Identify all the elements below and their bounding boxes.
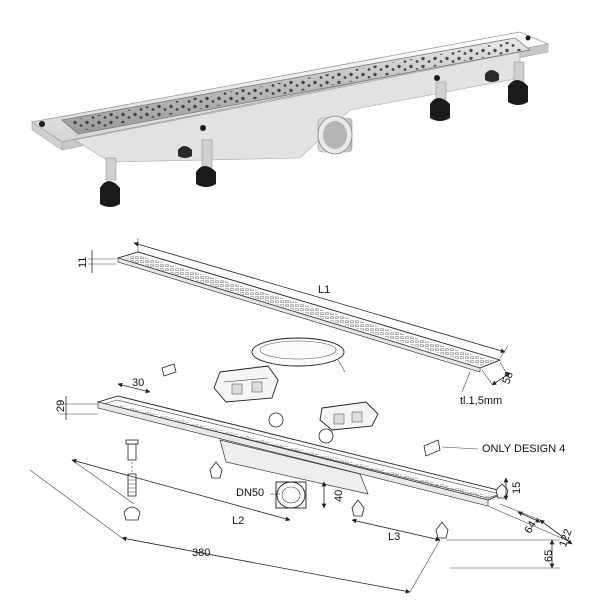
label-frame-depth: 29 bbox=[55, 400, 67, 412]
label-height-65: 65 bbox=[543, 550, 555, 562]
dim-outlet: DN50 40 bbox=[236, 481, 345, 509]
label-thickness-top: 11 bbox=[77, 257, 89, 268]
flange-screws bbox=[39, 35, 531, 131]
label-only-design-4: ONLY DESIGN 4 bbox=[482, 443, 565, 455]
label-length-l1: L1 bbox=[318, 284, 330, 296]
dim-grate-width: 58 bbox=[481, 361, 516, 386]
label-outlet: DN50 bbox=[236, 487, 264, 499]
dim-support-spacing: 30 bbox=[117, 377, 151, 394]
label-length-l3: L3 bbox=[388, 531, 400, 543]
dim-thickness-top: 11 bbox=[77, 250, 116, 273]
adjustable-feet bbox=[100, 61, 528, 207]
exploded-view: 11 L1 58 tl.1,5mm bbox=[29, 238, 575, 594]
label-width-64: 64 bbox=[522, 519, 539, 536]
exploded-feet bbox=[123, 439, 141, 521]
label-support-spacing: 30 bbox=[132, 377, 144, 389]
trap-balls bbox=[268, 412, 334, 444]
label-length-l2: L2 bbox=[232, 515, 244, 527]
trap-insert-right bbox=[319, 401, 379, 431]
label-length-380: 380 bbox=[192, 547, 210, 559]
label-outlet-height: 40 bbox=[333, 490, 345, 502]
outlet-dn50 bbox=[275, 481, 307, 509]
label-grate-width: 58 bbox=[500, 370, 515, 386]
label-height-15: 15 bbox=[511, 482, 523, 494]
dim-bottom-lengths: L2 380 L3 bbox=[29, 458, 441, 594]
product-photo bbox=[30, 31, 550, 207]
dim-length-l1: L1 bbox=[133, 238, 509, 359]
support-strip-left bbox=[161, 363, 177, 377]
channel-drawing bbox=[96, 395, 509, 539]
label-width-122: 122 bbox=[557, 527, 575, 548]
trap-insert-left bbox=[213, 365, 279, 403]
outlet-pipe bbox=[317, 115, 353, 155]
oval-cover bbox=[251, 337, 346, 373]
label-material-thickness: tl.1,5mm bbox=[460, 395, 502, 407]
dim-frame-depth: 29 bbox=[55, 396, 98, 420]
dim-right-side: 15 64 122 65 bbox=[446, 477, 575, 569]
design4-strip: ONLY DESIGN 4 bbox=[423, 439, 565, 457]
leader-material-thickness: tl.1,5mm bbox=[460, 371, 502, 407]
